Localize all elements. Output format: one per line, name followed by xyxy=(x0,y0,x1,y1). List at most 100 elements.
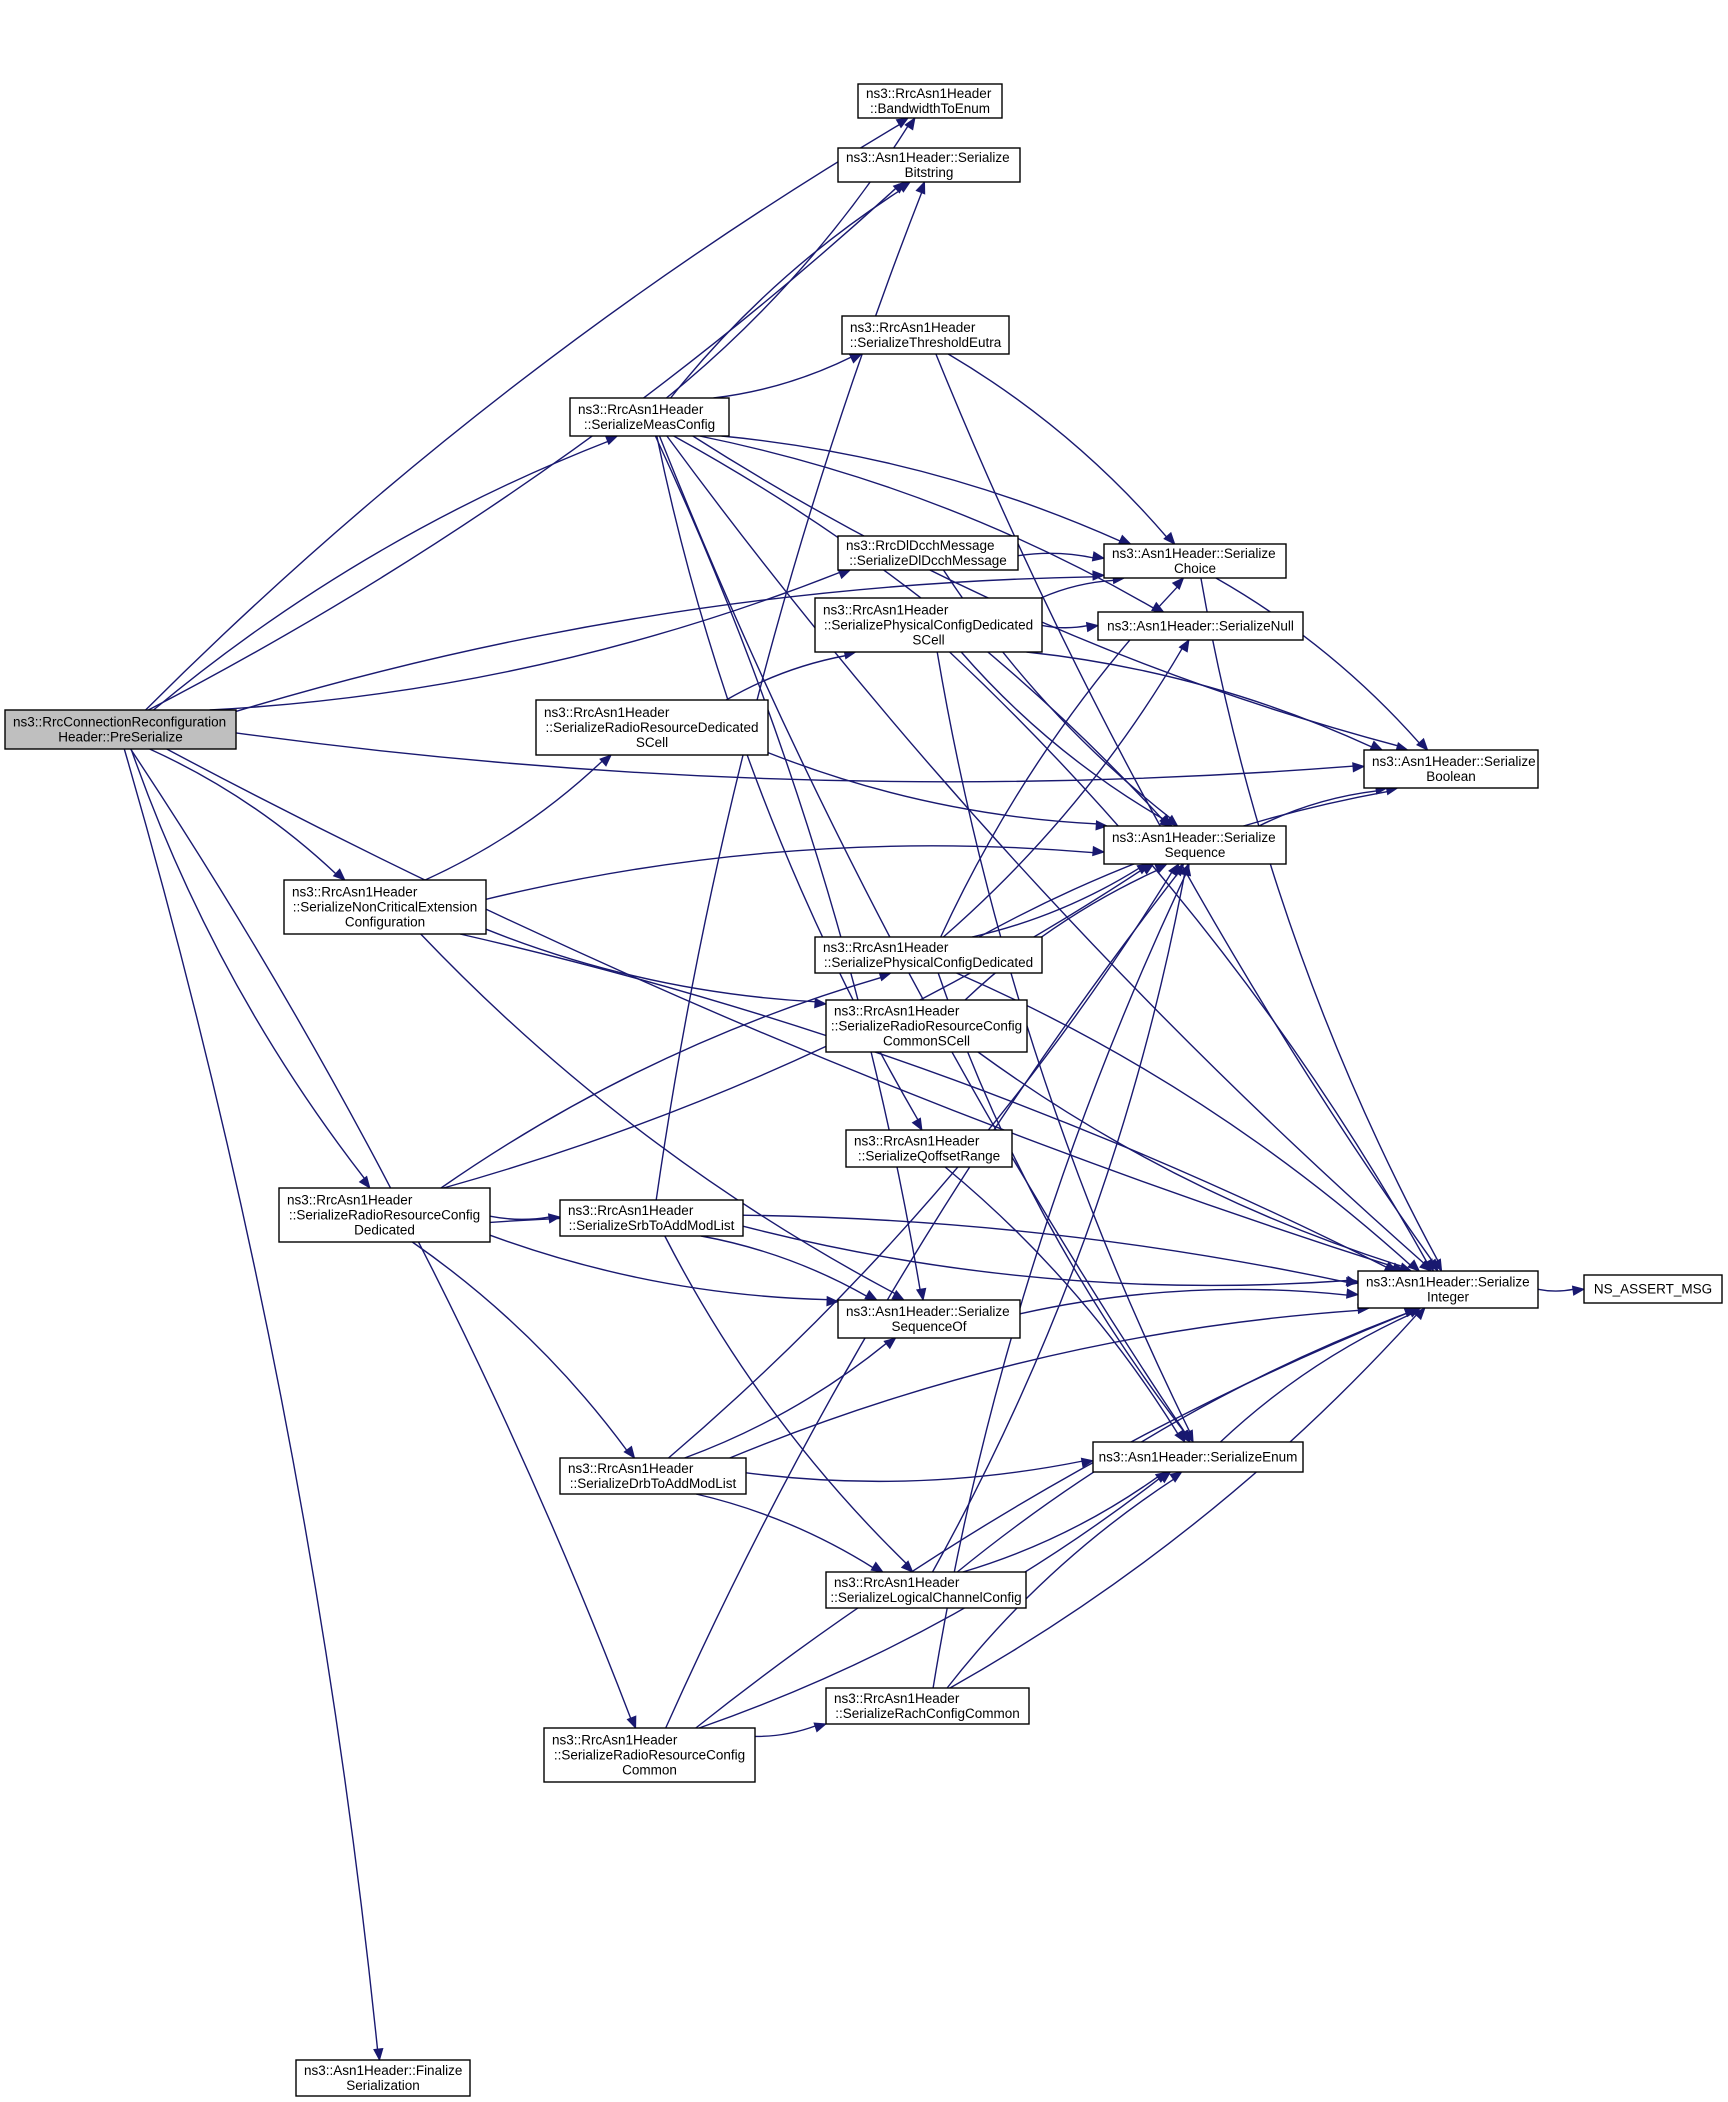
edge-line xyxy=(931,873,1186,1573)
node-label: ns3::RrcAsn1Header xyxy=(834,1004,960,1019)
node-physded[interactable]: ns3::RrcAsn1Header::SerializePhysicalCon… xyxy=(814,936,1043,974)
node-srb[interactable]: ns3::RrcAsn1Header::SerializeSrbToAddMod… xyxy=(559,1199,744,1237)
node-box xyxy=(1357,1270,1539,1309)
node-label: NS_ASSERT_MSG xyxy=(1594,1282,1712,1297)
node-qoffset[interactable]: ns3::RrcAsn1Header::SerializeQoffsetRang… xyxy=(845,1129,1013,1168)
node-label: ::BandwidthToEnum xyxy=(870,101,990,116)
edge-line xyxy=(713,356,853,399)
node-label: ns3::RrcAsn1Header xyxy=(552,1733,678,1748)
edge-line xyxy=(1017,552,1095,559)
node-label: ns3::RrcAsn1Header xyxy=(823,940,949,955)
node-box xyxy=(857,83,1003,119)
edge-line xyxy=(942,647,1184,938)
node-measconfig[interactable]: ns3::RrcAsn1Header::SerializeMeasConfig xyxy=(569,397,730,437)
edge-measconfig-to-bitstring xyxy=(670,181,912,399)
edge-line xyxy=(1019,1288,1349,1315)
arrowhead-icon xyxy=(911,1117,923,1132)
edge-line xyxy=(485,928,817,1003)
node-logical[interactable]: ns3::RrcAsn1Header::SerializeLogicalChan… xyxy=(825,1571,1027,1609)
edge-drb-to-logical xyxy=(695,1493,885,1573)
node-label: ::SerializeThresholdEutra xyxy=(850,335,1002,350)
arrowhead-icon xyxy=(1092,845,1106,857)
node-bandwidth[interactable]: ns3::RrcAsn1Header::BandwidthToEnum xyxy=(857,83,1003,119)
node-assert[interactable]: NS_ASSERT_MSG xyxy=(1583,1274,1723,1304)
edge-line xyxy=(235,576,1095,713)
edge-preserialize-to-rrcded xyxy=(130,748,371,1190)
node-preserialize[interactable]: ns3::RrcConnectionReconfigurationHeader:… xyxy=(4,709,237,750)
arrowhead-icon xyxy=(1423,1258,1435,1273)
edge-line xyxy=(123,748,379,2051)
edge-rach-to-integer xyxy=(949,1307,1426,1689)
node-label: ns3::RrcDlDcchMessage xyxy=(846,538,995,553)
node-enum[interactable]: ns3::Asn1Header::SerializeEnum xyxy=(1092,1441,1304,1473)
node-rrccommon[interactable]: ns3::RrcAsn1Header::SerializeRadioResour… xyxy=(543,1727,756,1783)
edge-drb-to-enum xyxy=(745,1457,1095,1483)
node-rach[interactable]: ns3::RrcAsn1Header::SerializeRachConfigC… xyxy=(825,1687,1030,1725)
node-rrccommonscell[interactable]: ns3::RrcAsn1Header::SerializeRadioResour… xyxy=(825,999,1028,1053)
arrowhead-icon xyxy=(1158,1471,1172,1484)
edge-line xyxy=(148,187,897,711)
node-physscell[interactable]: ns3::RrcAsn1Header::SerializePhysicalCon… xyxy=(814,597,1043,653)
node-dldcch[interactable]: ns3::RrcDlDcchMessage::SerializeDlDcchMe… xyxy=(837,535,1019,571)
edge-line xyxy=(666,435,1425,1265)
edge-line xyxy=(443,867,1145,1189)
node-box xyxy=(559,1457,747,1495)
node-label: ns3::RrcAsn1Header xyxy=(850,320,976,335)
arrowhead-icon xyxy=(814,997,828,1009)
node-box xyxy=(837,147,1021,183)
edge-line xyxy=(977,1051,1403,1268)
arrowhead-icon xyxy=(623,1445,636,1460)
edge-line xyxy=(664,1235,908,1565)
node-rrcded[interactable]: ns3::RrcAsn1Header::SerializeRadioResour… xyxy=(278,1187,491,1243)
node-label: ::SerializeRadioResourceDedicated xyxy=(545,720,758,735)
node-label: CommonSCell xyxy=(883,1034,970,1049)
edge-preserialize-to-bandwidth xyxy=(145,117,910,711)
arrowhead-icon xyxy=(1346,1276,1360,1288)
edge-noncritical-to-rrccommonscell xyxy=(485,928,828,1009)
node-box xyxy=(841,315,1010,355)
edge-line xyxy=(725,654,847,701)
node-label: ns3::Asn1Header::Serialize xyxy=(846,150,1010,165)
node-label: ns3::RrcAsn1Header xyxy=(544,705,670,720)
edge-line xyxy=(946,1478,1175,1689)
node-rrdscell[interactable]: ns3::RrcAsn1Header::SerializeRadioResour… xyxy=(535,699,769,756)
arrowhead-icon xyxy=(1571,1285,1586,1296)
node-box xyxy=(559,1199,744,1237)
edge-line xyxy=(944,1166,1179,1435)
node-drb[interactable]: ns3::RrcAsn1Header::SerializeDrbToAddMod… xyxy=(559,1457,747,1495)
edge-measconfig-to-choice xyxy=(721,435,1132,545)
edge-line xyxy=(145,123,901,711)
node-label: Integer xyxy=(1427,1290,1470,1305)
node-label: ns3::RrcAsn1Header xyxy=(568,1203,694,1218)
arrowhead-icon xyxy=(870,1561,885,1573)
node-box xyxy=(295,2059,471,2097)
node-label: ::SerializeMeasConfig xyxy=(584,417,715,432)
arrowhead-icon xyxy=(915,1287,927,1302)
edge-drb-to-seqof xyxy=(684,1337,897,1459)
edge-preserialize-to-boolean xyxy=(235,732,1366,783)
edge-line xyxy=(670,188,904,399)
edge-noncritical-to-integer xyxy=(459,933,1398,1272)
node-null[interactable]: ns3::Asn1Header::SerializeNull xyxy=(1097,611,1304,641)
edge-choice-to-boolean xyxy=(1215,577,1429,751)
node-noncritical[interactable]: ns3::RrcAsn1Header::SerializeNonCritical… xyxy=(283,879,487,935)
arrowhead-icon xyxy=(1172,862,1185,877)
edge-line xyxy=(149,748,337,875)
node-label: ::SerializePhysicalConfigDedicated xyxy=(824,618,1033,633)
node-threshold[interactable]: ns3::RrcAsn1Header::SerializeThresholdEu… xyxy=(841,315,1010,355)
edge-line xyxy=(1219,1312,1413,1443)
edge-rrdscell-to-physscell xyxy=(725,649,857,701)
edge-logical-to-enum xyxy=(962,1471,1169,1573)
node-label: ns3::RrcAsn1Header xyxy=(287,1193,413,1208)
node-label: Configuration xyxy=(345,915,425,930)
arrowhead-icon xyxy=(883,1337,897,1350)
arrowhead-icon xyxy=(1407,1259,1421,1272)
node-label: Boolean xyxy=(1426,769,1476,784)
